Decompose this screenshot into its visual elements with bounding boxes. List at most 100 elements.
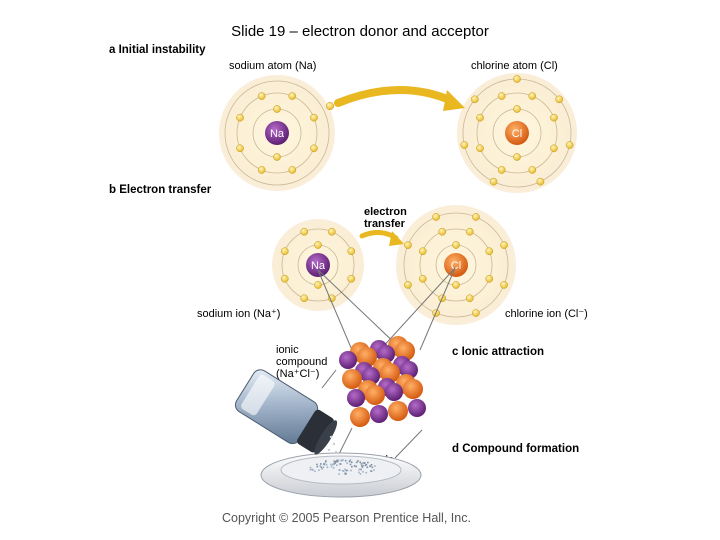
electron-shell (281, 228, 355, 302)
transfer-arrowhead-a (443, 90, 465, 111)
chlorine-ion-nucleus (444, 253, 468, 277)
salt-grain (339, 463, 341, 465)
salt-grain (350, 461, 353, 464)
sodium-nucleus (265, 121, 289, 145)
salt-grain (346, 469, 349, 472)
sodium-atom-label: sodium atom (Na) (229, 60, 317, 72)
electron (347, 247, 356, 256)
salt-grain (346, 462, 348, 465)
electron (280, 274, 289, 283)
electron (465, 227, 474, 236)
electron (536, 177, 545, 186)
salt-grain (318, 469, 320, 472)
electron (513, 153, 521, 161)
electron-shell (476, 92, 558, 174)
electron (528, 92, 537, 100)
chlorine-ion-nucleus-label: Cl (451, 260, 461, 272)
salt-grain (364, 464, 367, 467)
chloride-ion-sphere (395, 341, 415, 361)
electron (418, 274, 427, 283)
electron (513, 105, 521, 113)
electron (404, 281, 412, 289)
salt-grain (358, 468, 361, 471)
chloride-ion-sphere (380, 363, 400, 383)
section-a-heading: a Initial instability (109, 44, 206, 56)
salt-grain (373, 469, 375, 471)
salt-grain (316, 465, 319, 468)
sodium-ion: Na (272, 219, 364, 311)
salt-grain (362, 462, 365, 464)
electron (300, 227, 309, 236)
electron (555, 95, 564, 104)
electron (347, 274, 356, 283)
chlorine-atom: Cl (457, 73, 577, 193)
electron (327, 227, 336, 236)
salt-grain (338, 473, 340, 475)
transfer-arrowhead-b (389, 231, 404, 246)
electron (257, 92, 266, 100)
salt-grain (342, 459, 344, 461)
electron (472, 309, 480, 317)
salt-grain (351, 465, 353, 468)
electron (418, 247, 427, 256)
salt-grain (320, 466, 323, 469)
electron-shell (236, 92, 318, 174)
electron (465, 294, 474, 303)
salt-grain (367, 461, 369, 464)
electron (497, 166, 506, 174)
slide-title: Slide 19 – electron donor and acceptor (231, 23, 489, 40)
salt-grain (314, 470, 316, 473)
chloride-ion-sphere (388, 401, 408, 421)
electron-shell (403, 212, 509, 318)
chloride-ion-sphere (403, 379, 423, 399)
electron (500, 241, 508, 249)
salt-grain (334, 462, 336, 465)
salt-grain (370, 470, 373, 473)
salt-grain (337, 459, 340, 462)
salt-grain (369, 465, 372, 468)
electron (314, 241, 322, 249)
electron (500, 281, 508, 289)
electron (310, 144, 318, 153)
chloride-ion-sphere (342, 369, 362, 389)
salt-grain (370, 463, 373, 466)
electron (452, 241, 460, 249)
salt-grain (362, 471, 364, 473)
salt-grain (357, 460, 359, 462)
section-b-heading: b Electron transfer (109, 184, 212, 196)
sodium-ion-sphere (339, 351, 357, 369)
transferring-electron (325, 101, 335, 111)
electron (550, 144, 558, 153)
transfer-arrow-a (334, 86, 456, 107)
salt-grain (361, 466, 364, 468)
salt-grain (355, 461, 358, 464)
sodium-ion-nucleus-label: Na (311, 260, 326, 272)
chloride-ion-sphere (365, 385, 385, 405)
chlorine-ion: Cl (396, 205, 516, 325)
salt-grain (325, 464, 328, 466)
electron (485, 274, 494, 283)
chloride-ion-sphere (357, 347, 377, 367)
electron (528, 166, 537, 174)
electron (280, 247, 289, 256)
salt-grain (312, 469, 314, 471)
salt-grain (362, 464, 364, 467)
sodium-ion-nucleus (306, 253, 330, 277)
salt-grain (355, 465, 357, 468)
salt-shaker (234, 369, 338, 455)
electron (470, 95, 479, 104)
salt-grain (325, 460, 327, 462)
electron (273, 105, 281, 113)
salt-grain (334, 461, 337, 463)
electron (460, 141, 469, 149)
electron (314, 281, 322, 289)
sodium-ion-label: sodium ion (Na⁺) (197, 308, 281, 320)
salt-grain (342, 470, 345, 472)
electron (565, 141, 574, 149)
salt-grain (333, 463, 335, 466)
salt-grain (365, 463, 368, 466)
salt-grain (344, 459, 347, 462)
salt-grain (316, 463, 318, 466)
chlorine-nucleus (505, 121, 529, 145)
